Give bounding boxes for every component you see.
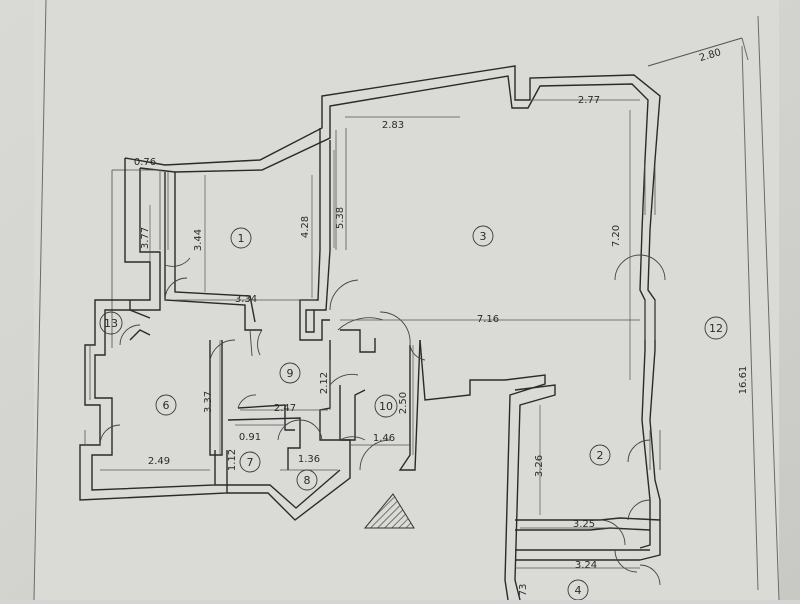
- dimension-label-2-12: 2.12: [319, 372, 330, 394]
- dimension-label-16-61: 16.61: [738, 366, 749, 395]
- dimension-label-3-44: 3.44: [193, 229, 204, 251]
- room-7-circle: [239, 451, 261, 473]
- exterior-walls: [79, 65, 661, 601]
- dimension-label-3-26: 3.26: [534, 455, 545, 477]
- stair-symbol: [363, 493, 415, 529]
- dimension-label-2-77: 2.77: [578, 95, 600, 106]
- dimension-label-3-25: 3.25: [573, 519, 595, 530]
- dimension-label-3-24: 3.24: [575, 560, 597, 571]
- room-12-circle: [704, 316, 728, 340]
- dimension-label-3-34: 3.34: [235, 294, 257, 305]
- room-2-circle: [589, 444, 611, 466]
- dimension-label-7-16: 7.16: [477, 314, 499, 325]
- dimension-label-0-91: 0.91: [239, 432, 261, 443]
- room-13-label: 13: [104, 317, 118, 330]
- dimension-label-1-46: 1.46: [373, 433, 395, 444]
- room-1-circle: [230, 227, 252, 249]
- room-4-label: 4: [575, 584, 582, 597]
- room-3-label: 3: [480, 230, 487, 243]
- dimension-label-4-28: 4.28: [300, 216, 311, 238]
- dimension-label-2-50: 2.50: [398, 392, 409, 414]
- room-12-label: 12: [709, 322, 723, 335]
- dimension-label-2-49: 2.49: [148, 456, 170, 467]
- dimension-label-1-12: 1.12: [227, 449, 238, 471]
- room-8-circle: [296, 469, 318, 491]
- room-2-label: 2: [597, 449, 604, 462]
- room-9-circle: [279, 362, 301, 384]
- dimension-label-0-76: 0.76: [134, 157, 156, 168]
- dimension-label-73: 73: [518, 584, 529, 597]
- room-6-circle: [155, 394, 177, 416]
- room-10-label: 10: [379, 400, 393, 413]
- room-13-circle: [99, 311, 123, 335]
- dimension-label-2-47: 2.47: [274, 403, 296, 414]
- room-1-label: 1: [238, 232, 245, 245]
- dimension-label-3-77: 3.77: [140, 227, 151, 249]
- room-9-label: 9: [287, 367, 294, 380]
- room-8-label: 8: [304, 474, 311, 487]
- room-7-label: 7: [247, 456, 254, 469]
- dimension-label-3-37: 3.37: [203, 391, 214, 413]
- room-6-label: 6: [163, 399, 170, 412]
- room-10-circle: [374, 394, 398, 418]
- dimension-label-7-20: 7.20: [611, 225, 622, 247]
- room-3-circle: [472, 225, 494, 247]
- door-swings: [99, 254, 666, 586]
- window-lines: [84, 128, 661, 470]
- dimension-label-5-38: 5.38: [335, 207, 346, 229]
- room-circles: [99, 225, 728, 601]
- dimension-label-2-83: 2.83: [382, 120, 404, 131]
- dimension-label-1-36: 1.36: [298, 454, 320, 465]
- dimension-lines: [100, 37, 743, 569]
